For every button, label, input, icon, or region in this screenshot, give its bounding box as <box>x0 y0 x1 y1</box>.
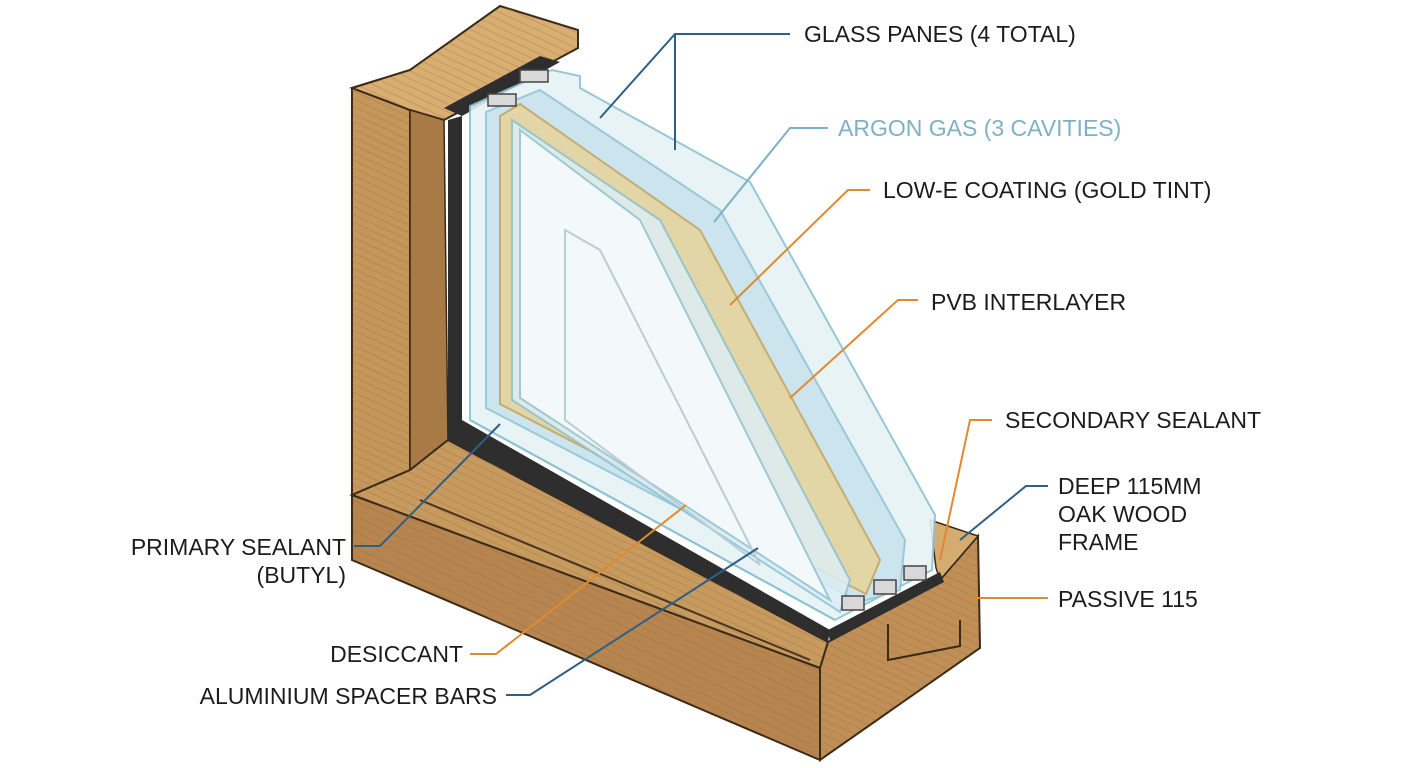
frame-groove-line <box>419 499 811 661</box>
spacer-bottom-1 <box>841 595 865 611</box>
label-low-e-coating: LOW-E COATING (GOLD TINT) <box>883 177 1211 203</box>
frame-top-face-grain <box>352 6 578 120</box>
spacer-top-1 <box>487 93 517 107</box>
leader-spacer <box>506 547 759 696</box>
spacer-bottom-2 <box>873 579 897 595</box>
secondary-sealant-bottom <box>828 572 944 642</box>
frame-bottom-front-face-grain <box>352 495 820 760</box>
label-argon-gas: ARGON GAS (3 CAVITIES) <box>838 115 1121 141</box>
spacer-top-2 <box>519 69 549 83</box>
leader-argon <box>713 127 828 223</box>
label-glass-panes: GLASS PANES (4 TOTAL) <box>804 21 1076 47</box>
spacer-bars <box>487 69 927 611</box>
label-aluminium-spacer-bars: ALUMINIUM SPACER BARS <box>200 683 497 709</box>
glass-panes <box>469 68 937 622</box>
frame-end-section-grain <box>820 536 980 760</box>
labels: GLASS PANES (4 TOTAL) ARGON GAS (3 CAVIT… <box>131 21 1261 709</box>
leader-primary-sealant <box>354 423 501 547</box>
leader-lines <box>354 33 1048 696</box>
label-desiccant: DESICCANT <box>330 641 463 667</box>
label-passive-115: PASSIVE 115 <box>1058 586 1198 612</box>
label-secondary-sealant: SECONDARY SEALANT <box>1005 407 1261 433</box>
label-frame-line2: OAK WOOD <box>1058 501 1187 527</box>
frame-left-face-grain <box>352 70 410 495</box>
leader-glass-panes <box>599 33 790 119</box>
label-primary-sealant-butyl: (BUTYL) <box>257 562 346 588</box>
label-frame-line1: DEEP 115MM <box>1058 473 1202 499</box>
label-primary-sealant: PRIMARY SEALANT <box>131 534 346 560</box>
frame-end-notch <box>887 620 961 662</box>
inner-frame-bevel <box>564 228 761 566</box>
primary-sealant-strip <box>448 116 830 642</box>
oak-frame <box>348 4 982 762</box>
spacer-bottom-3 <box>903 565 927 581</box>
leader-low-e <box>729 189 870 306</box>
label-frame-line3: FRAME <box>1058 529 1139 555</box>
label-pvb-interlayer: PVB INTERLAYER <box>931 289 1126 315</box>
leader-frame <box>959 485 1048 541</box>
leader-secondary-sealant <box>939 419 992 561</box>
leader-desiccant <box>470 504 687 655</box>
frame-rebate-inner-left <box>409 108 449 472</box>
glass-bottom-edge <box>469 419 836 621</box>
frame-bottom-top-face-grain <box>352 440 828 668</box>
leader-pvb <box>789 299 918 399</box>
